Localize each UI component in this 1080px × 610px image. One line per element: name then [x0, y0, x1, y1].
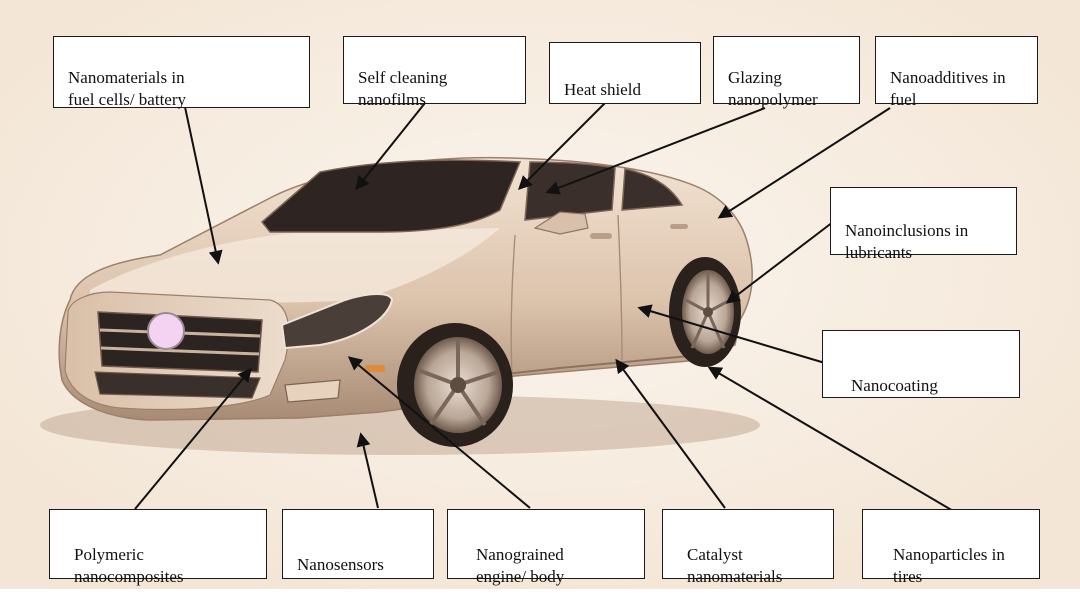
label-polymeric-nanocomposites: Polymeric nanocomposites [49, 509, 267, 586]
door-lines [510, 214, 623, 373]
label-nanosensors: Nanosensors [282, 509, 434, 579]
label-text: Nanograined engine/ body [476, 545, 565, 586]
arrow-nanosensors [356, 432, 379, 509]
lower-intake [94, 371, 261, 399]
label-nanocoating: Nanocoating [822, 330, 1020, 398]
arrow-polymeric [134, 367, 252, 510]
label-catalyst-nanomaterials: Catalyst nanomaterials [662, 509, 834, 586]
arrow-heat-shield [518, 102, 606, 190]
hood-highlight [90, 228, 500, 303]
label-text: Catalyst nanomaterials [687, 545, 783, 586]
label-text: Nanoinclusions in lubricants [845, 221, 969, 262]
arrow-self-cleaning [355, 102, 426, 191]
label-nanoadditives-fuel: Nanoadditives in fuel [875, 36, 1038, 109]
side-marker [365, 365, 385, 372]
arrow-nanocoating [637, 304, 826, 364]
label-nanoparticles-tires: Nanoparticles in tires [862, 509, 1040, 586]
arrow-nanoadditives [717, 107, 891, 219]
label-text: Nanoadditives in fuel [890, 68, 1006, 109]
arrow-catalyst [615, 358, 726, 509]
fog-light [284, 379, 341, 403]
label-text: Glazing nanopolymer [728, 68, 818, 109]
diagram-stage: Nanomaterials in fuel cells/ battery Sel… [0, 0, 1080, 589]
label-text: Heat shield [564, 80, 641, 99]
rear-side-window [621, 168, 684, 211]
front-side-window [524, 161, 616, 221]
front-emblem [147, 312, 185, 350]
label-text: Nanocoating [851, 376, 938, 395]
label-text: Self cleaning nanofilms [358, 68, 448, 109]
arrow-nanoinclusions [725, 221, 834, 304]
label-heat-shield: Heat shield [549, 42, 701, 104]
side-mirror [533, 211, 589, 235]
door-handle-rear [670, 224, 688, 229]
label-text: Nanoparticles in tires [893, 545, 1005, 586]
headlight [280, 293, 394, 350]
arrow-fuel-cells [184, 106, 223, 265]
label-self-cleaning-nanofilms: Self cleaning nanofilms [343, 36, 526, 109]
label-nanoinclusions-lubricants: Nanoinclusions in lubricants [830, 187, 1017, 262]
label-glazing-nanopolymer: Glazing nanopolymer [713, 36, 860, 109]
windshield [260, 159, 522, 233]
label-nanomaterials-fuel-cells: Nanomaterials in fuel cells/ battery [53, 36, 310, 109]
label-text: Polymeric nanocomposites [74, 545, 184, 586]
arrow-glazing [545, 107, 766, 195]
door-handle-front [590, 233, 612, 239]
label-text: Nanomaterials in fuel cells/ battery [68, 68, 187, 109]
label-text: Nanosensors [297, 555, 384, 574]
label-nanograined-engine-body: Nanograined engine/ body [447, 509, 645, 586]
arrow-nanograined [347, 356, 531, 509]
arrow-nanoparticles [707, 366, 961, 516]
